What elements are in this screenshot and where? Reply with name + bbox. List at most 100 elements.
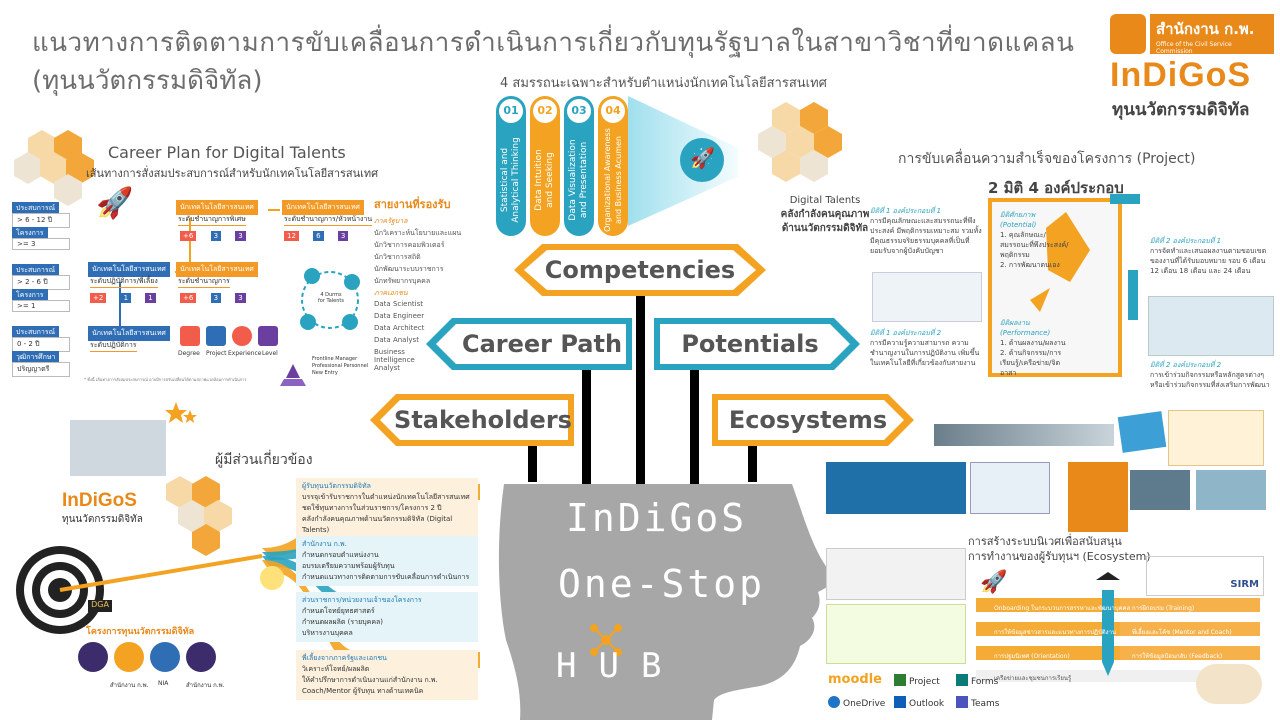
position-level: ระดับชำนาญการพิเศษ [178, 214, 246, 226]
job-item: นักพัฒนาระบบราชการ [374, 265, 444, 273]
potential-item: 2. การพัฒนาตนเอง [1000, 261, 1060, 269]
legend-level: Level [262, 350, 278, 357]
card-item: กำหนดผลผลิต (รายบุคคล) [302, 618, 384, 626]
org-name: NIA [158, 680, 169, 687]
stakeholder-card-1: ผู้รับทุนนวัตกรรมดิจิทัล บรรจุเข้ารับราช… [296, 478, 478, 539]
caption-en: Digital Talents [789, 195, 861, 206]
card-head: พี่เลี้ยงจากภาครัฐและเอกชน [302, 654, 387, 662]
job-item: Data Scientist [374, 300, 423, 308]
pyramid-labels: Frontline Manager Professional Personnel… [312, 356, 368, 377]
job-item: Data Architect [374, 324, 425, 332]
performance-item: 1. ด้านผลงาน/ผลงาน [1000, 339, 1066, 347]
dga-logo: DGA [88, 600, 112, 612]
potential-head: มิติศักยภาพ (Potential) [1000, 211, 1037, 229]
degree-chip: +6 [180, 231, 197, 241]
ocsc-emblem-icon [1110, 14, 1146, 54]
chips-row: 12 6 3 [284, 231, 349, 241]
card-item: วิเคราะห์โจทย์/ผลผลิต [302, 665, 370, 673]
level-icon [258, 326, 278, 346]
project-title: การขับเคลื่อนความสำเร็จของโครงการ (Proje… [898, 151, 1196, 167]
position-box: นักเทคโนโลยีสารสนเทศ [176, 200, 258, 215]
experience-icon [232, 326, 252, 346]
booklet-thumbnail [1117, 411, 1167, 453]
project-rocket-icon [1046, 212, 1090, 282]
cycle-center-label: 4 Durms for Talents [318, 292, 344, 304]
booklet-thumbnail [1168, 410, 1264, 466]
ecosystem-row: การให้ข้อมูลข่าวสารและแนวทางการปฏิบัติงา… [994, 629, 1117, 636]
lightbulb-icon [260, 566, 284, 590]
job-item: นักวิชาการคอมพิวเตอร์ [374, 241, 445, 249]
career-plan-subtitle: เส้นทางการสั่งสมประสบการณ์สำหรับนักเทคโน… [86, 167, 379, 180]
pyramid-level-3: New Entry [312, 370, 338, 376]
ecosystem-row: การปฐมนิเทศ (Orientation) [994, 653, 1070, 660]
pyramid-level-1: Frontline Manager [312, 356, 358, 362]
pencil-icon [1102, 590, 1114, 676]
card-item: บรรจุเข้ารับราชการในตำแหน่งนักเทคโนโลยีส… [302, 493, 470, 501]
project-app: Project [894, 674, 940, 687]
talent-hex-icon [772, 102, 800, 134]
position-level: ระดับชำนาญการ [178, 276, 230, 288]
ecosystems-label: Ecosystems [728, 406, 888, 434]
talent-hex-icon [786, 126, 814, 158]
card-item: กำหนดแนวทางการติดตามการขับเคลื่อนการดำเน… [302, 573, 470, 581]
position-box: นักเทคโนโลยีสารสนเทศ [176, 262, 258, 277]
competency-pill-1: 01 Statistical and Analytical Thinking [496, 96, 526, 236]
ecosystem-rocket-icon: 🚀 [980, 570, 1008, 595]
caption-th-2: ด้านนวัตกรรมดิจิทัล [781, 223, 869, 234]
project-block-1: มิติที่ 1 องค์ประกอบที่ 1 การมีคุณลักษณะ… [870, 206, 984, 256]
teams-app: Teams [956, 696, 999, 709]
position-box: นักเทคโนโลยีสารสนเทศ [282, 200, 364, 215]
stars-icon [165, 402, 197, 423]
ecosystem-title-2: การทำงานของผู้รับทุนฯ (Ecosystem) [968, 550, 1151, 563]
org-logo [78, 642, 108, 672]
card-head: สำนักงาน ก.พ. [302, 540, 347, 548]
position-box: นักเทคโนโลยีสารสนเทศ [88, 326, 170, 341]
job-group-private: ภาคเอกชน [374, 289, 408, 297]
onedrive-app: OneDrive [828, 696, 885, 709]
project-icon [894, 674, 906, 686]
stakeholder-card-3: ส่วนราชการ/หน่วยงานเจ้าของโครงการ กำหนดโ… [296, 592, 478, 642]
org-name: สำนักงาน ก.พ. [110, 682, 149, 689]
screen-thumbnail [1068, 462, 1128, 532]
competency-pill-3: 03 Data Visualization and Presentation [564, 96, 594, 236]
signpost-pole [748, 446, 757, 482]
job-item: Data Analyst [374, 336, 419, 344]
performance-box: มิติผลงาน (Performance) 1. ด้านผลงาน/ผลง… [1000, 318, 1070, 378]
competencies-arrow-inner [524, 250, 756, 290]
block-head: มิติที่ 2 องค์ประกอบที่ 2 [1150, 361, 1222, 369]
job-item: นักวิชาการสถิติ [374, 253, 421, 261]
degree-icon [180, 326, 200, 346]
people-illustration [1196, 664, 1262, 704]
level-chip: 3 [235, 293, 246, 303]
block-text: การเข้าร่วมกิจกรรมหรือหลักสูตรต่างๆ หรือ… [1150, 371, 1270, 389]
chips-row: +6 3 3 [180, 293, 246, 303]
pyramid-icon [280, 364, 306, 386]
level-chip: 3 [235, 231, 246, 241]
career-rocket-icon: 🚀 [96, 186, 134, 221]
potentials-arrow-inner [660, 324, 850, 364]
page-title-line1: แนวทางการติดตามการขับเคลื่อนการดำเนินการ… [32, 28, 1075, 58]
block-head: มิติที่ 1 องค์ประกอบที่ 1 [870, 207, 942, 215]
performance-head: มิติผลงาน (Performance) [1000, 319, 1051, 337]
proj-label: โครงการ [12, 227, 48, 240]
competency-number: 02 [533, 99, 557, 123]
competency-number: 01 [499, 99, 523, 123]
card-item: ชดใช้ทุนทางการในส่วนราชการ/โครงการ 2 ปี [302, 504, 442, 512]
proj-label: โครงการ [12, 289, 48, 302]
signpost-pole [690, 370, 699, 486]
block-text: การมีคุณลักษณะและสมรรถนะที่พึงประสงค์ มี… [870, 217, 982, 255]
exp-value: > 6 - 12 ปี [12, 213, 70, 228]
proj-value: >= 1 [12, 300, 70, 312]
ecosystem-side: การฝึกอบรม (Training) [1132, 605, 1195, 612]
sirm-logo: SIRM [1146, 556, 1264, 596]
screen-thumbnail [970, 462, 1050, 514]
stakeholders-brand-sub: ทุนนวัตกรรมดิจิทัล [62, 514, 143, 525]
exp-label: ประสบการณ์ [12, 326, 60, 339]
talent-hex-icon [758, 126, 786, 158]
hub-title-line1: InDiGoS [566, 496, 748, 540]
org-logo [114, 642, 144, 672]
position-level: ระดับปฏิบัติการ [90, 340, 137, 352]
position-level: ระดับปฏิบัติการ/พี่เลี้ยง [90, 276, 158, 288]
ecosystem-side: พี่เลี้ยงและโค้ช (Mentor and Coach) [1132, 629, 1232, 636]
target-icon [16, 546, 263, 634]
